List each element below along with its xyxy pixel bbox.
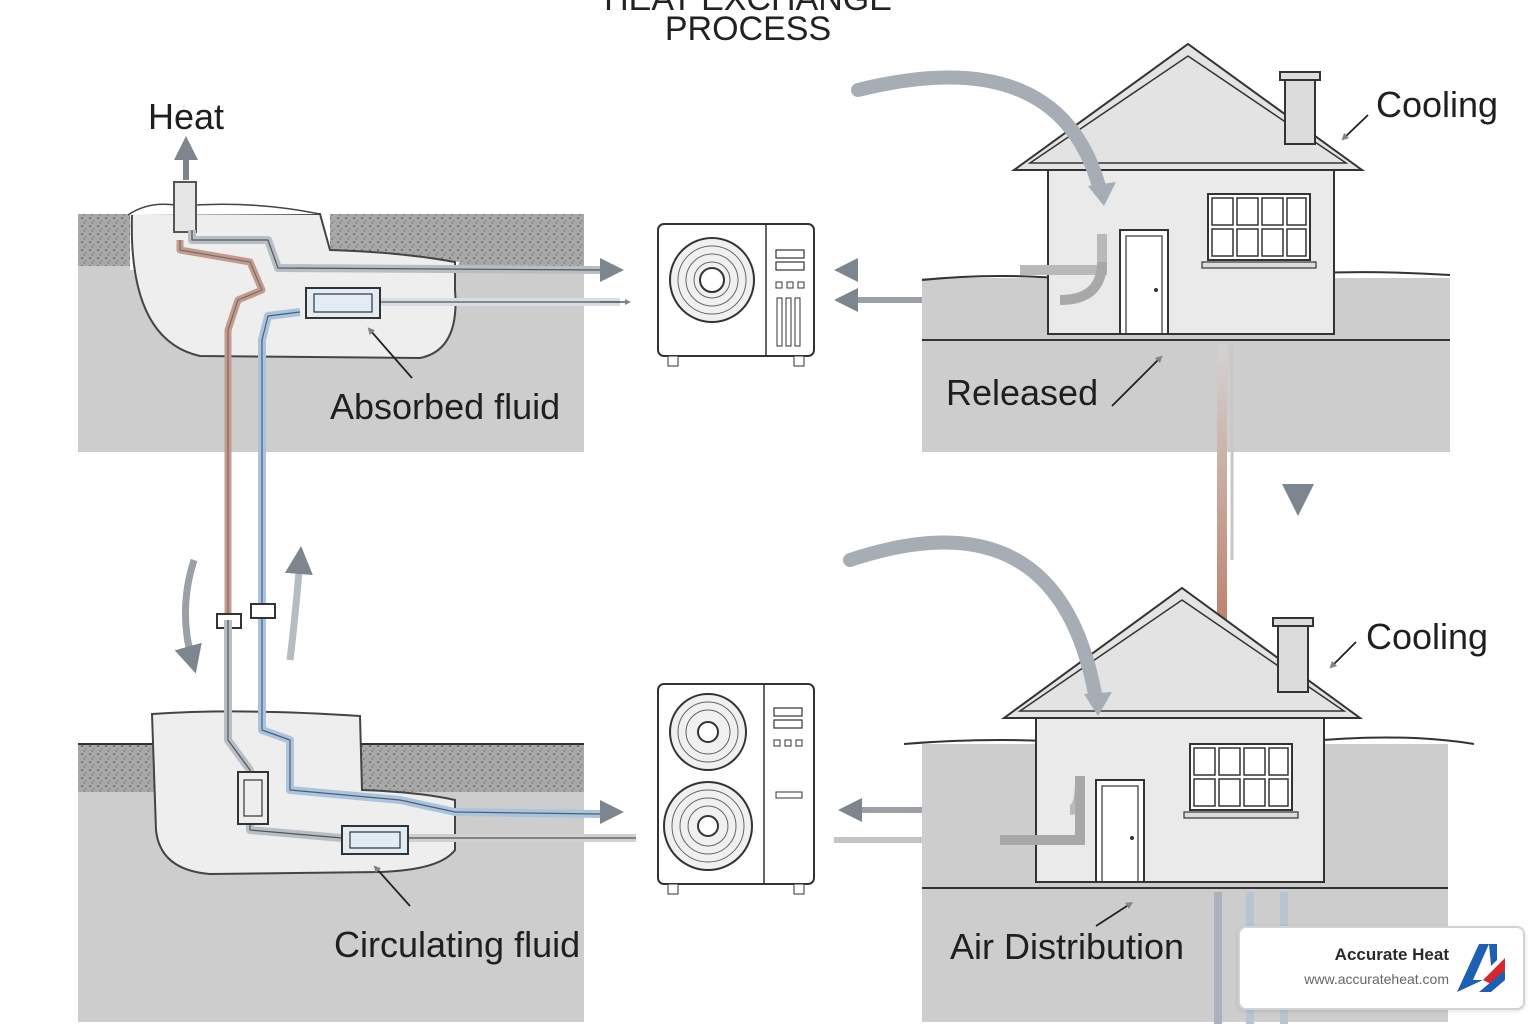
pump-box-bottom [237,771,269,825]
brand-logo-icon [1457,944,1505,992]
absorbed-fluid-label: Absorbed fluid [330,386,561,427]
cooling-top-label: Cooling [1376,84,1499,125]
brand-badge[interactable]: Accurate Heat www.accurateheat.com [1238,926,1525,1010]
air-distribution-pointer [1095,902,1134,927]
curved-arrow-top [851,70,1107,197]
absorbed-fluid-pointer [367,327,413,379]
up-arrow-left [284,546,313,661]
curved-arrow-bottom [843,535,1103,707]
ground-block-top-left [78,200,584,452]
ground-block-bottom-left [78,710,584,1022]
heat-exchanger-box-top [305,287,381,319]
air-distribution-label: Air Distribution [950,926,1185,967]
pipes-bottom-left [224,620,636,842]
brand-website[interactable]: www.accurateheat.com [1304,971,1449,987]
diagram-title-line-1: HEAT EXCHANGE [548,0,948,19]
circulating-fluid-label: Circulating fluid [334,924,581,965]
released-label: Released [946,372,1099,413]
released-pointer [1111,355,1163,407]
cooling-top-pointer [1341,114,1369,141]
diagram-title-line-2: PROCESS [664,10,832,48]
circulating-fluid-pointer [373,865,411,907]
house-top [1010,42,1366,335]
heat-exchanger-box-bottom [341,825,409,855]
heat-label: Heat [148,96,225,137]
outdoor-unit-top [657,223,815,367]
cooling-bottom-pointer [1329,641,1357,669]
house-bottom [1000,586,1364,883]
down-arrow-left [174,558,202,674]
brand-name: Accurate Heat [1334,945,1449,964]
heat-vent [173,136,198,233]
cooling-bottom-label: Cooling [1366,616,1489,657]
outdoor-unit-bottom [657,683,815,895]
pipes-top-left [176,230,620,620]
